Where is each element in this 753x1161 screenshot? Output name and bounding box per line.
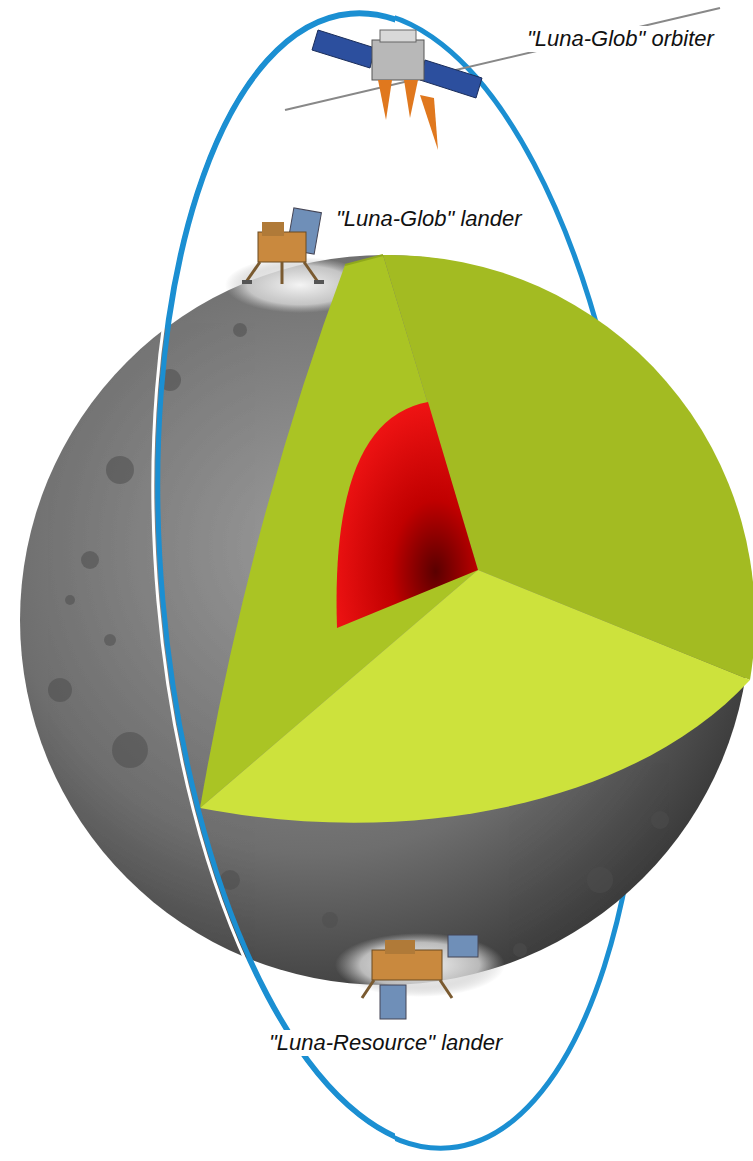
landing-site — [335, 933, 505, 997]
lander-icon — [242, 208, 324, 284]
orbit-path — [113, 0, 395, 1161]
part-label: "Luna-Resource" lander — [266, 1030, 505, 1056]
part-label: "Luna-Glob" orbiter — [524, 26, 717, 52]
orbiter-icon — [285, 8, 720, 150]
lander-icon — [362, 935, 478, 1019]
moon-core — [337, 402, 478, 628]
orbit-highlight — [108, 0, 395, 1161]
part-label: "Luna-Glob" lander — [333, 206, 525, 232]
mantle-face — [200, 570, 750, 823]
